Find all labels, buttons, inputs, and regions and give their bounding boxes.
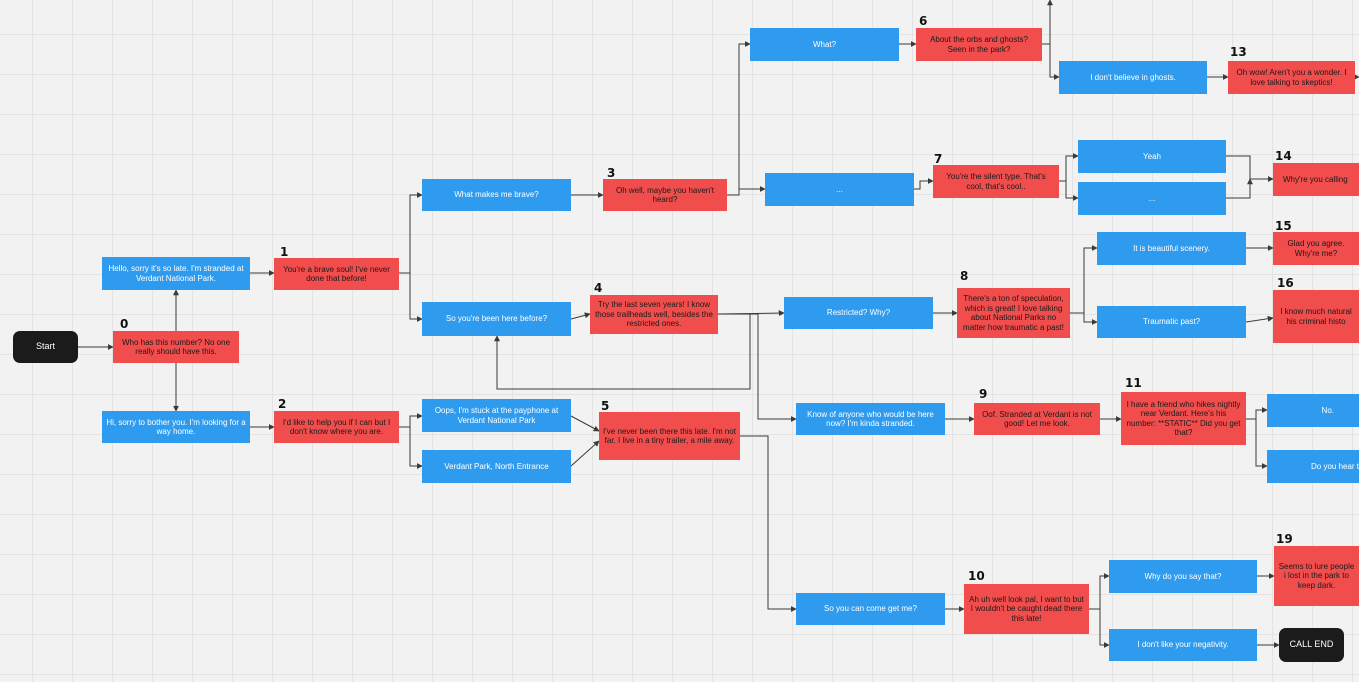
node-number-0: 0 (120, 317, 129, 331)
npc-node-16[interactable]: I know much natural his criminal histo (1273, 290, 1359, 343)
edge (399, 272, 423, 322)
edge (1070, 312, 1098, 325)
player-node-no[interactable]: No. (1267, 394, 1359, 427)
edge (1245, 315, 1274, 323)
player-node-hello[interactable]: Hello, sorry it's so late. I'm stranded … (102, 257, 250, 290)
edge (718, 313, 797, 422)
edge (1059, 180, 1079, 201)
node-number-4: 4 (594, 281, 603, 295)
edge (1226, 178, 1253, 199)
player-node-hi[interactable]: Hi, sorry to bother you. I'm looking for… (102, 411, 250, 443)
edge (399, 413, 423, 428)
player-node-what[interactable]: What? (750, 28, 899, 61)
player-node-no-ghosts[interactable]: I don't believe in ghosts. (1059, 61, 1207, 94)
node-number-9: 9 (979, 387, 988, 401)
edge (1042, 43, 1060, 80)
npc-node-15[interactable]: Glad you agree. Why're me? (1273, 232, 1359, 265)
player-node-come-get-me[interactable]: So you can come get me? (796, 593, 945, 625)
node-number-1: 1 (280, 245, 289, 259)
edge (1070, 245, 1098, 314)
player-node-know-anyone[interactable]: Know of anyone who would be here now? I'… (796, 403, 945, 435)
npc-node-10[interactable]: Ah uh well look pal, I want to but I wou… (964, 584, 1089, 634)
npc-node-14[interactable]: Why're you calling (1273, 163, 1359, 196)
edge (727, 186, 766, 196)
node-number-2: 2 (278, 397, 287, 411)
npc-node-11[interactable]: I have a friend who hikes nightly near V… (1121, 392, 1246, 445)
npc-node-3[interactable]: Oh well, maybe you haven't heard? (603, 179, 727, 211)
node-number-10: 10 (968, 569, 985, 583)
node-number-6: 6 (919, 14, 928, 28)
edge (727, 41, 751, 196)
edge (914, 178, 934, 190)
npc-node-2[interactable]: I'd like to help you if I can but I don'… (274, 411, 399, 443)
edge (399, 192, 423, 274)
player-node-oops[interactable]: Oops, I'm stuck at the payphone at Verda… (422, 399, 571, 432)
npc-node-7[interactable]: You're the silent type. That's cool, tha… (933, 165, 1059, 198)
edge (1226, 155, 1274, 182)
edge (1246, 418, 1268, 469)
start-node[interactable]: Start (13, 331, 78, 363)
node-number-13: 13 (1230, 45, 1247, 59)
npc-node-9[interactable]: Oof. Stranded at Verdant is not good! Le… (974, 403, 1100, 435)
player-node-hear[interactable]: Do you hear th (1267, 450, 1359, 483)
edge (1089, 573, 1110, 610)
npc-node-13[interactable]: Oh wow! Aren't you a wonder. I love talk… (1228, 61, 1355, 94)
node-number-15: 15 (1275, 219, 1292, 233)
node-number-11: 11 (1125, 376, 1142, 390)
node-number-5: 5 (601, 399, 610, 413)
npc-node-4[interactable]: Try the last seven years! I know those t… (590, 295, 718, 334)
player-node-north-entrance[interactable]: Verdant Park, North Entrance (422, 450, 571, 483)
npc-node-5[interactable]: I've never been there this late. I'm not… (599, 412, 740, 460)
npc-node-8[interactable]: There's a ton of speculation, which is g… (957, 288, 1070, 338)
node-number-8: 8 (960, 269, 969, 283)
node-number-19: 19 (1276, 532, 1293, 546)
edge (740, 435, 797, 612)
npc-node-1[interactable]: You're a brave soul! I've never done tha… (274, 258, 399, 290)
edge (1059, 153, 1079, 182)
player-node-silent-1[interactable]: ... (765, 173, 914, 206)
npc-node-0[interactable]: Who has this number? No one really shoul… (113, 331, 239, 363)
node-number-3: 3 (607, 166, 616, 180)
edge (1246, 407, 1268, 420)
npc-node-19[interactable]: Seems to lure people i lost in the park … (1274, 546, 1359, 606)
call-end-node[interactable]: CALL END (1279, 628, 1344, 662)
player-node-yeah[interactable]: Yeah (1078, 140, 1226, 173)
node-number-7: 7 (934, 152, 943, 166)
player-node-scenery[interactable]: It is beautiful scenery. (1097, 232, 1246, 265)
player-node-been-here[interactable]: So you're been here before? (422, 302, 571, 336)
player-node-negativity[interactable]: I don't like your negativity. (1109, 629, 1257, 661)
npc-node-6[interactable]: About the orbs and ghosts? Seen in the p… (916, 28, 1042, 61)
player-node-why-say[interactable]: Why do you say that? (1109, 560, 1257, 593)
edge (570, 312, 591, 320)
player-node-silent-2[interactable]: ... (1078, 182, 1226, 215)
edge (570, 440, 600, 467)
player-node-traumatic[interactable]: Traumatic past? (1097, 306, 1246, 338)
edge (399, 426, 423, 469)
player-node-restricted[interactable]: Restricted? Why? (784, 297, 933, 329)
edge (570, 415, 600, 432)
player-node-brave[interactable]: What makes me brave? (422, 179, 571, 211)
node-number-16: 16 (1277, 276, 1294, 290)
edge (1089, 608, 1110, 648)
node-number-14: 14 (1275, 149, 1292, 163)
